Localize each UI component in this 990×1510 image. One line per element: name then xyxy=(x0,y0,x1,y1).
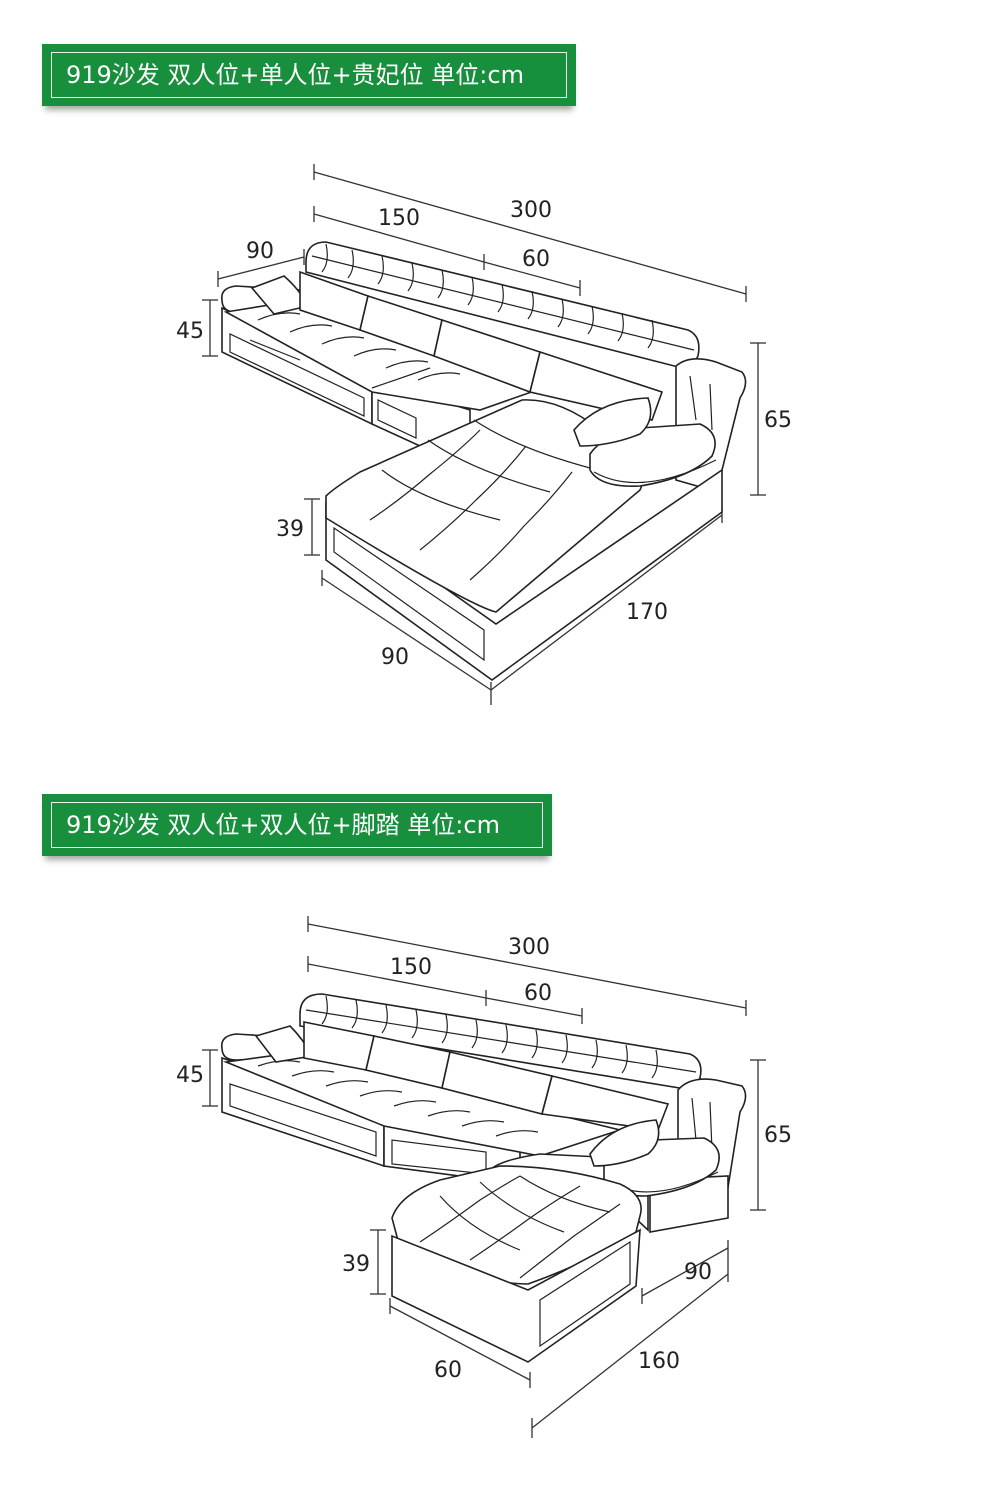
dim-side-depth: 90 xyxy=(246,239,274,264)
dimension-lines-1 xyxy=(202,164,766,705)
title-banner-2: 919沙发 双人位+双人位+脚踏 单位:cm xyxy=(42,794,552,856)
dim-double-seat-2: 150 xyxy=(390,955,432,980)
dim-seat-height: 45 xyxy=(176,319,204,344)
dim-back-height-2: 65 xyxy=(764,1123,792,1148)
dimension-lines-2 xyxy=(202,916,766,1438)
dim-single-seat-2: 60 xyxy=(524,981,552,1006)
title-banner-1: 919沙发 双人位+单人位+贵妃位 单位:cm xyxy=(42,44,576,106)
sofa-illustration-1 xyxy=(220,241,747,681)
sofa-diagram-2: 300 150 60 45 65 39 60 160 90 xyxy=(176,916,792,1438)
sofa-illustration-2 xyxy=(220,993,747,1363)
dim-ottoman-height: 39 xyxy=(342,1252,370,1277)
dim-total-length-2: 300 xyxy=(508,935,550,960)
title-text-2: 919沙发 双人位+双人位+脚踏 单位:cm xyxy=(51,802,543,848)
dim-double-seat: 150 xyxy=(378,206,420,231)
dim-chaise-width: 90 xyxy=(381,645,409,670)
dim-seat-height-2: 45 xyxy=(176,1063,204,1088)
sofa-diagram-1: 300 150 60 90 45 65 39 170 90 xyxy=(176,164,792,705)
dim-ottoman-width: 60 xyxy=(434,1358,462,1383)
title-text-1: 919沙发 双人位+单人位+贵妃位 单位:cm xyxy=(51,52,567,98)
dim-single-seat: 60 xyxy=(522,247,550,272)
dim-back-height: 65 xyxy=(764,408,792,433)
dim-chaise-height: 39 xyxy=(276,517,304,542)
dim-side-depth-2: 90 xyxy=(684,1260,712,1285)
dim-total-depth: 160 xyxy=(638,1349,680,1374)
dim-total-length: 300 xyxy=(510,198,552,223)
dim-chaise-length: 170 xyxy=(626,600,668,625)
